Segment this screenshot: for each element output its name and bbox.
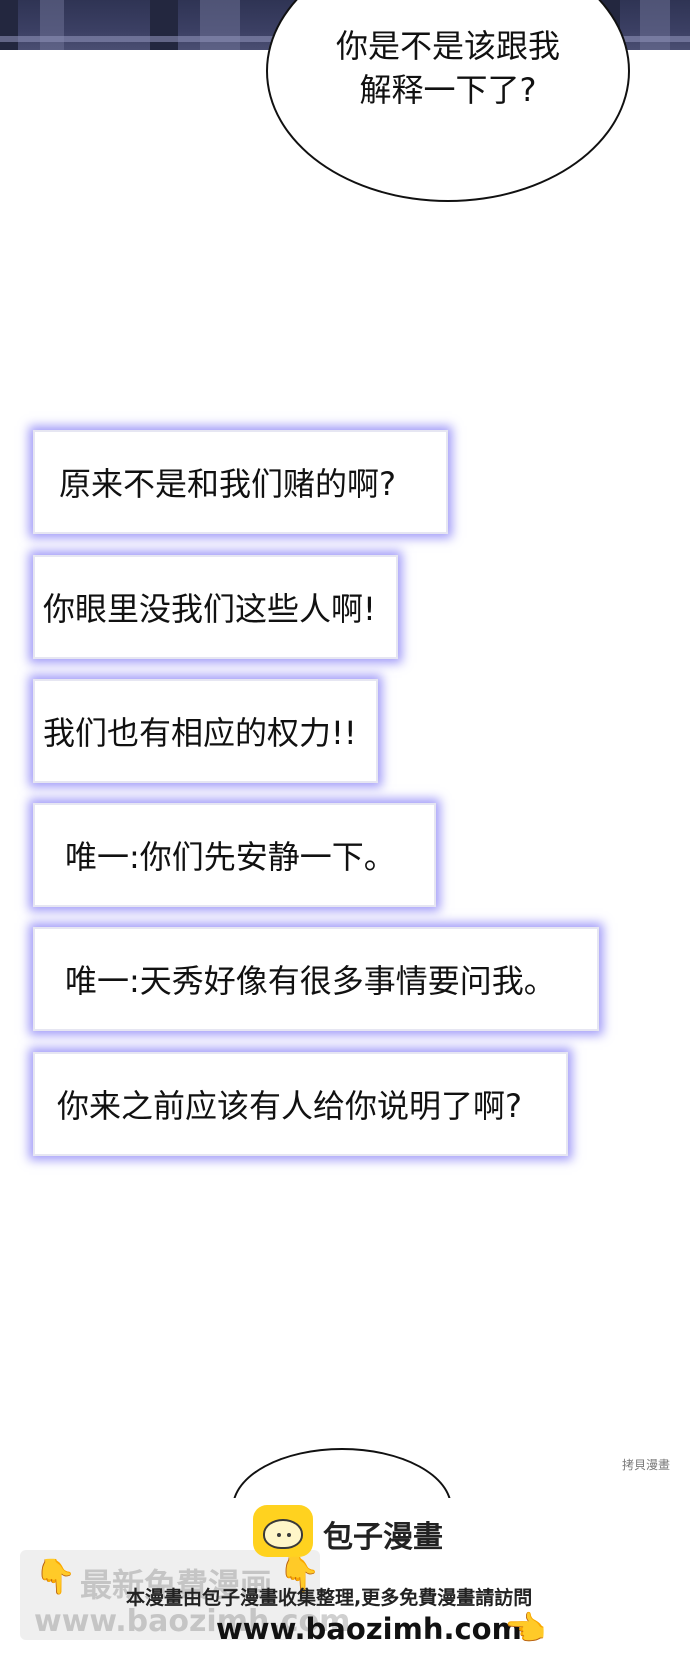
copyright-mark: 拷貝漫畫 [622, 1458, 671, 1472]
watermark-notice: 本漫畫由包子漫畫收集整理,更多免費漫畫請訪問 [126, 1587, 533, 1609]
watermark-background [20, 1550, 320, 1640]
artwork-light [640, 0, 670, 50]
speech-bubble-text: 你是不是该跟我 解释一下了? [335, 27, 560, 109]
artwork-light [200, 0, 240, 50]
bun-eye [287, 1533, 291, 1537]
caption-box-3: 我们也有相应的权力!! [33, 679, 378, 783]
artwork-stripe [0, 0, 18, 50]
caption-box-4: 唯一:你们先安静一下。 [33, 803, 436, 907]
caption-text: 原来不是和我们赌的啊? [59, 465, 396, 503]
watermark-ghost-url: www.baozimh.com [34, 1604, 351, 1639]
pointing-hand-icon: 👈 [504, 1609, 547, 1649]
caption-box-2: 你眼里没我们这些人啊! [33, 555, 398, 659]
caption-text: 你眼里没我们这些人啊! [43, 590, 376, 628]
caption-text: 我们也有相应的权力!! [43, 714, 357, 752]
artwork-stripe [150, 0, 178, 50]
caption-box-1: 原来不是和我们赌的啊? [33, 430, 448, 534]
watermark-ghost-text: 最新免費漫画 [80, 1566, 273, 1604]
caption-box-6: 你来之前应该有人给你说明了啊? [33, 1052, 568, 1156]
bun-shape [263, 1519, 303, 1549]
bun-logo-icon[interactable] [253, 1505, 313, 1557]
artwork-light [40, 0, 64, 50]
pointing-hand-icon: 👇 [278, 1555, 321, 1595]
brand-name[interactable]: 包子漫畫 [323, 1520, 443, 1555]
caption-box-5: 唯一:天秀好像有很多事情要问我。 [33, 927, 599, 1031]
caption-text: 你来之前应该有人给你说明了啊? [57, 1087, 522, 1125]
caption-text: 唯一:天秀好像有很多事情要问我。 [65, 962, 556, 1000]
caption-text: 唯一:你们先安静一下。 [65, 838, 396, 876]
pointing-hand-icon: 👇 [34, 1557, 77, 1597]
site-url-link[interactable]: www.baozimh.com [216, 1612, 522, 1646]
bun-eye [277, 1533, 281, 1537]
